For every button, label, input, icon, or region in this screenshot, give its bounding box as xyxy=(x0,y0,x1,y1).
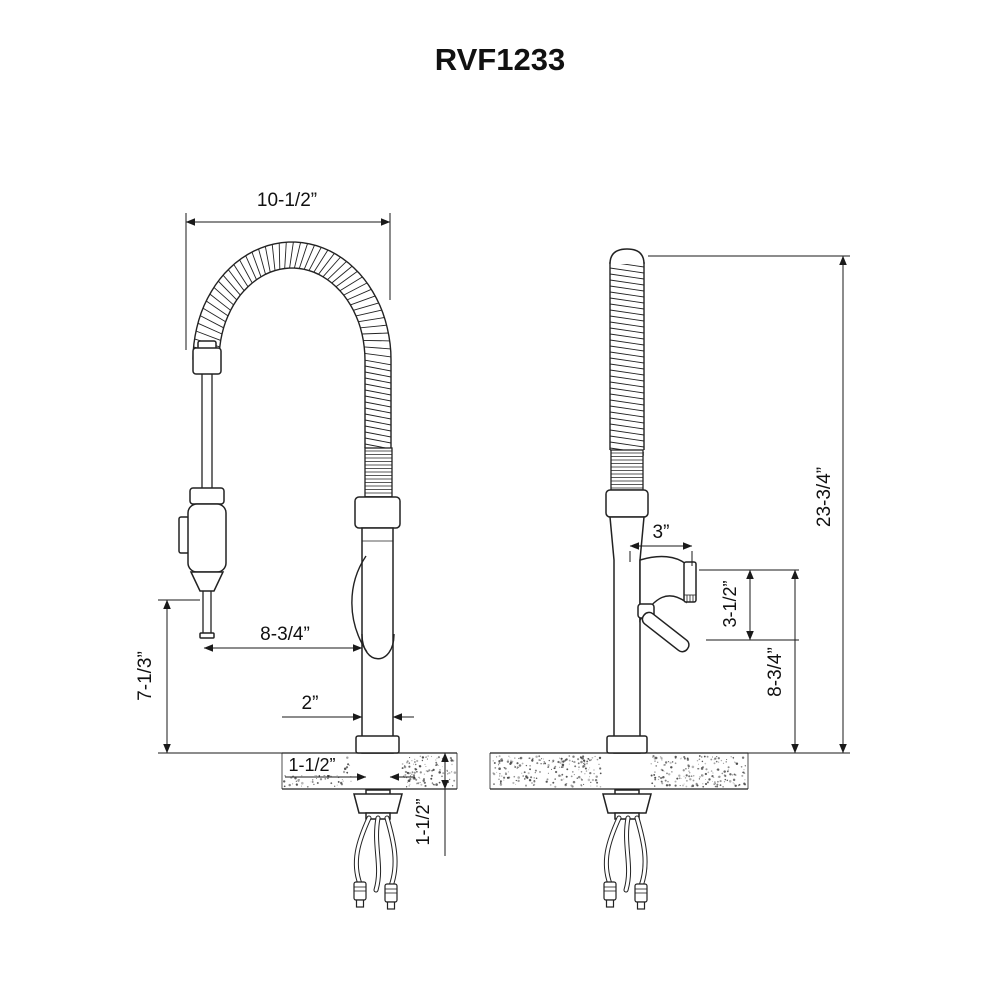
spray-nozzle-tip xyxy=(199,632,215,639)
faucet-body xyxy=(361,527,394,754)
dim-spout-height: 8-3/4” xyxy=(748,569,850,754)
dim-spray-clearance-label: 7-1/3” xyxy=(135,651,156,701)
base-flange xyxy=(355,735,400,754)
spray-head-taper xyxy=(189,571,225,592)
faucet-body-side xyxy=(609,516,645,754)
dimension-annotations: 10-1/2” 7-1/3” 8-3/4” 2” 1-1/2” 1-1/2” xyxy=(135,190,850,856)
dim-spray-reach-label: 8-3/4” xyxy=(260,624,310,645)
page-title: RVF1233 xyxy=(435,42,565,77)
dim-top-width: 10-1/2” xyxy=(185,190,391,350)
coil-sleeve xyxy=(364,447,393,499)
spray-head xyxy=(187,503,227,573)
mounting-nut-side xyxy=(602,793,652,814)
deck-stipple-side xyxy=(492,755,747,788)
hose-fitting xyxy=(192,347,222,375)
spring-base-collar xyxy=(354,496,401,529)
dim-spout-height-label: 8-3/4” xyxy=(765,647,786,697)
dim-deck-thickness: 1-1/2” xyxy=(413,752,449,856)
dim-spray-clearance: 7-1/3” xyxy=(135,599,282,754)
spring-coil-side xyxy=(609,261,645,456)
front-view xyxy=(178,241,403,910)
dim-body-width-label: 2” xyxy=(302,693,319,714)
coil-sleeve-side xyxy=(610,449,644,491)
spout-loop xyxy=(361,633,395,660)
dim-overall-height: 23-3/4” xyxy=(648,255,850,754)
handle-lever xyxy=(641,611,690,653)
dim-spray-reach: 8-3/4” xyxy=(203,624,363,652)
spring-coil xyxy=(192,241,392,454)
dim-overall-height-label: 23-3/4” xyxy=(814,467,835,527)
dim-handle-drop: 3-1/2” xyxy=(699,569,799,641)
mounting-nut xyxy=(353,793,403,814)
spring-base-collar-side xyxy=(605,489,649,518)
spray-head-collar xyxy=(189,487,225,505)
dim-shank-width: 1-1/2” xyxy=(283,754,415,781)
dim-spout-reach: 3” xyxy=(629,522,693,566)
dim-deck-thickness-label: 1-1/2” xyxy=(413,798,433,845)
countertop xyxy=(281,752,749,790)
supply-hoses-side xyxy=(603,815,648,910)
dim-handle-drop-label: 3-1/2” xyxy=(720,580,740,627)
base-flange-side xyxy=(606,735,648,754)
handle-profile xyxy=(351,555,368,653)
dim-top-width-label: 10-1/2” xyxy=(257,190,317,211)
dim-body-width: 2” xyxy=(282,693,414,721)
dim-shank-width-label: 1-1/2” xyxy=(288,755,335,775)
supply-hoses xyxy=(353,815,398,910)
top-cap xyxy=(609,248,645,265)
side-view xyxy=(602,248,697,910)
dim-spout-reach-label: 3” xyxy=(653,522,670,543)
